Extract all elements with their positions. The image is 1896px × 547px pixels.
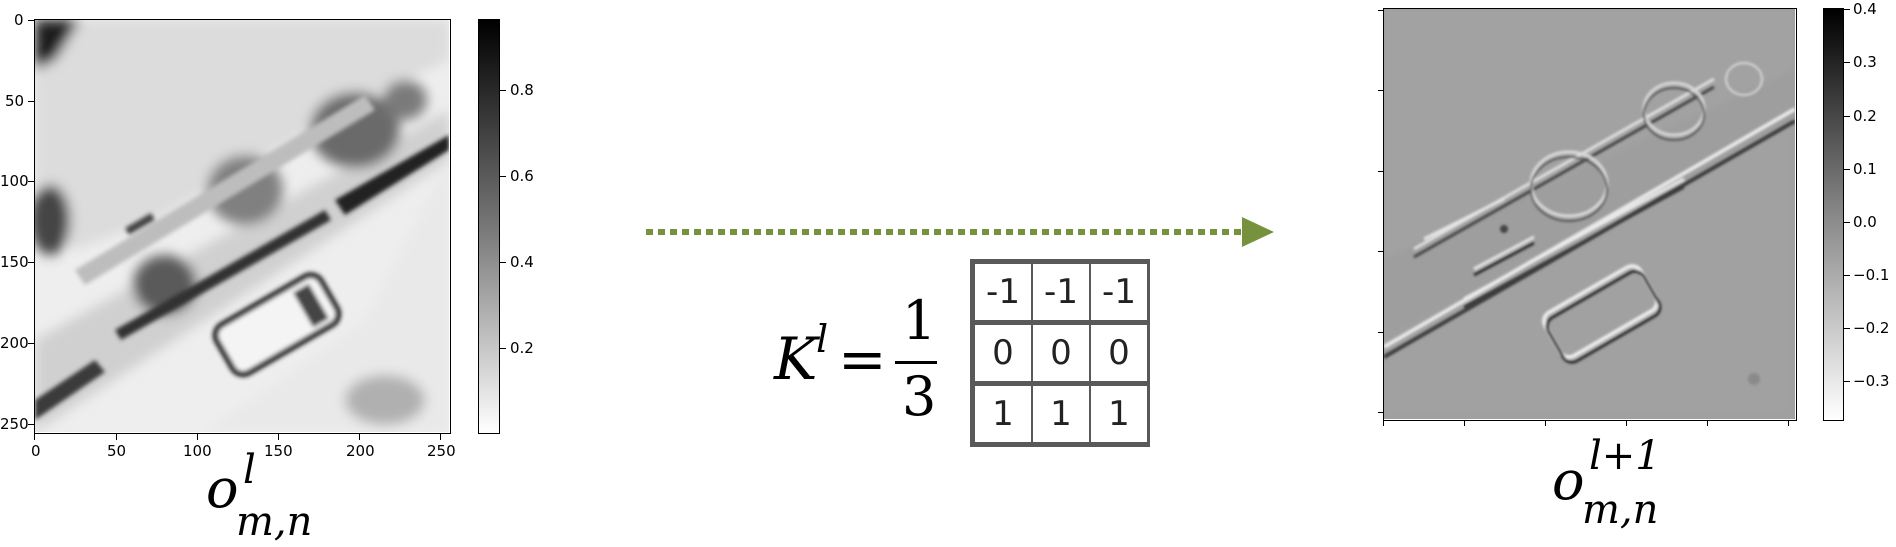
kernel-cell: -1 <box>975 264 1031 320</box>
fraction-bar <box>895 361 937 364</box>
output-caption: o l+1 m,n <box>1552 436 1661 530</box>
y-tick-label: 50 <box>5 92 25 110</box>
input-colorbar <box>478 19 500 434</box>
colorbar-tick-label: −0.1 <box>1853 266 1890 284</box>
caption-subscript: m,n <box>1582 487 1659 533</box>
x-tick-label: 50 <box>107 442 127 460</box>
input-aerial-image <box>35 20 449 432</box>
colorbar-tick-label: 0.4 <box>510 253 534 271</box>
kernel-cell: 1 <box>1091 386 1147 442</box>
caption-base: o <box>206 457 239 520</box>
colorbar-tick-label: 0.1 <box>1853 160 1877 178</box>
kernel-cell: -1 <box>1033 264 1089 320</box>
kernel-superscript: l <box>816 317 829 361</box>
colorbar-tick-label: 0.0 <box>1853 213 1877 231</box>
kernel-cell: 1 <box>975 386 1031 442</box>
caption-base: o <box>1552 449 1585 512</box>
colorbar-tick-label: 0.3 <box>1853 53 1877 71</box>
x-tick-label: 250 <box>427 442 456 460</box>
equals-sign: = <box>838 325 887 393</box>
y-tick-label: 250 <box>0 415 29 433</box>
kernel-cell: -1 <box>1091 264 1147 320</box>
caption-superscript: l <box>243 447 256 493</box>
kernel-cell: 0 <box>1091 325 1147 381</box>
colorbar-tick-label: 0.2 <box>510 339 534 357</box>
y-tick-label: 0 <box>14 11 24 29</box>
output-edge-image <box>1384 9 1796 419</box>
kernel-cell: 0 <box>975 325 1031 381</box>
colorbar-tick-label: −0.2 <box>1853 319 1890 337</box>
colorbar-tick-label: −0.3 <box>1853 372 1890 390</box>
colorbar-tick-label: 0.4 <box>1853 0 1877 18</box>
arrow <box>646 217 1274 247</box>
kernel-matrix: -1 -1 -1 0 0 0 1 1 1 <box>970 259 1150 447</box>
y-tick-label: 100 <box>0 172 29 190</box>
caption-subscript: m,n <box>236 499 313 545</box>
input-caption: o l m,n <box>206 450 312 542</box>
caption-superscript: l+1 <box>1589 433 1661 479</box>
x-tick-label: 200 <box>346 442 375 460</box>
output-colorbar <box>1823 8 1844 421</box>
fraction-denominator: 3 <box>902 365 937 428</box>
y-tick-label: 150 <box>0 253 29 271</box>
kernel-label: K l <box>774 320 828 388</box>
kernel-cell: 0 <box>1033 325 1089 381</box>
kernel-cell: 1 <box>1033 386 1089 442</box>
x-tick-label: 100 <box>183 442 212 460</box>
y-tick-label: 200 <box>0 334 29 352</box>
colorbar-tick-label: 0.6 <box>510 167 534 185</box>
input-feature-map <box>34 19 451 434</box>
fraction-numerator: 1 <box>902 289 937 352</box>
colorbar-tick-label: 0.2 <box>1853 107 1877 125</box>
output-feature-map <box>1383 8 1797 421</box>
x-tick-label: 0 <box>31 442 41 460</box>
colorbar-tick-label: 0.8 <box>510 81 534 99</box>
kernel-symbol: K <box>774 325 818 393</box>
x-tick-label: 150 <box>264 442 293 460</box>
